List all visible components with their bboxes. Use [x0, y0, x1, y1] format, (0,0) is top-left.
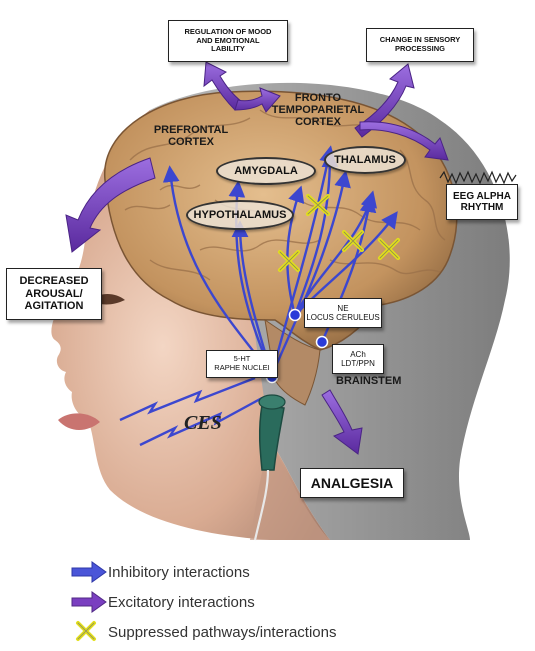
legend-inhibitory: Inhibitory interactions [66, 562, 466, 584]
lips [58, 413, 100, 430]
ces-input-lines [119, 376, 263, 447]
arousal-line-3: AGITATION [24, 300, 84, 313]
ach-line-2: LDT/PPN [341, 359, 375, 368]
electrode-wire [253, 469, 270, 541]
mood-line-1: REGULATION OF MOOD [184, 27, 272, 37]
thalamus-oval: THALAMUS [324, 146, 406, 174]
fronto-line-2: TEMPOPARIETAL [271, 104, 365, 117]
eeg-line-2: RHYTHM [460, 202, 504, 213]
ach-ldt-box: ACh LDT/PPN [332, 344, 384, 374]
hypothalamus-oval: HYPOTHALAMUS [186, 200, 294, 230]
sensory-line-2: PROCESSING [394, 44, 445, 53]
amygdala-label: AMYGDALA [234, 165, 298, 177]
prefrontal-line-2: CORTEX [168, 136, 214, 149]
mood-regulation-box: REGULATION OF MOOD AND EMOTIONAL LABILIT… [168, 20, 288, 62]
fronto-line-1: FRONTO [294, 92, 342, 104]
legend-icons [71, 561, 107, 641]
ach-line-1: ACh [350, 349, 366, 359]
eeg-waveform [439, 170, 517, 185]
thalamus-label: THALAMUS [334, 154, 396, 166]
ht-line-2: RAPHE NUCLEI [214, 363, 270, 372]
ne-line-1: NE [337, 303, 349, 313]
frontoparietal-cortex-label: FRONTO TEMPOPARIETAL CORTEX [258, 92, 378, 128]
mood-line-2: AND EMOTIONAL [196, 35, 260, 45]
legend-suppressed: Suppressed pathways/interactions [66, 622, 466, 644]
arousal-line-2: AROUSAL/ [25, 287, 83, 300]
legend-excitatory: Excitatory interactions [66, 592, 466, 614]
ht-line-1: 5-HT [233, 354, 251, 364]
brainstem-shape [264, 318, 321, 406]
sensory-processing-box: CHANGE IN SENSORY PROCESSING [366, 28, 474, 62]
locus-ceruleus-box: NE LOCUS CERULEUS [304, 298, 382, 328]
legend-suppressed-label: Suppressed pathways/interactions [108, 624, 337, 641]
ne-line-2: LOCUS CERULEUS [306, 313, 380, 322]
legend-inhibitory-label: Inhibitory interactions [108, 564, 250, 581]
ces-label: CES [184, 412, 222, 434]
ne-dot [288, 308, 302, 322]
sensory-line-1: CHANGE IN SENSORY [379, 35, 461, 45]
ach-dot [315, 335, 329, 349]
prefrontal-line-1: PREFRONTAL [153, 124, 229, 136]
decreased-arousal-box: DECREASED AROUSAL/ AGITATION [6, 268, 102, 320]
brainstem-label: BRAINSTEM [336, 375, 402, 387]
hypothalamus-label: HYPOTHALAMUS [193, 209, 287, 221]
arousal-line-1: DECREASED [19, 275, 89, 288]
amygdala-oval: AMYGDALA [216, 157, 316, 185]
analgesia-box: ANALGESIA [300, 468, 404, 498]
legend-excitatory-label: Excitatory interactions [108, 594, 255, 611]
raphe-nuclei-box: 5-HT RAPHE NUCLEI [206, 350, 278, 378]
eeg-line-1: EEG ALPHA [453, 190, 511, 202]
mood-line-3: LABILITY [211, 44, 245, 54]
eeg-alpha-box: EEG ALPHA RHYTHM [446, 184, 518, 220]
fronto-line-3: CORTEX [295, 116, 341, 129]
excitatory-arrows [65, 61, 449, 455]
prefrontal-cortex-label: PREFRONTAL CORTEX [146, 124, 236, 148]
analgesia-label: ANALGESIA [310, 474, 394, 491]
